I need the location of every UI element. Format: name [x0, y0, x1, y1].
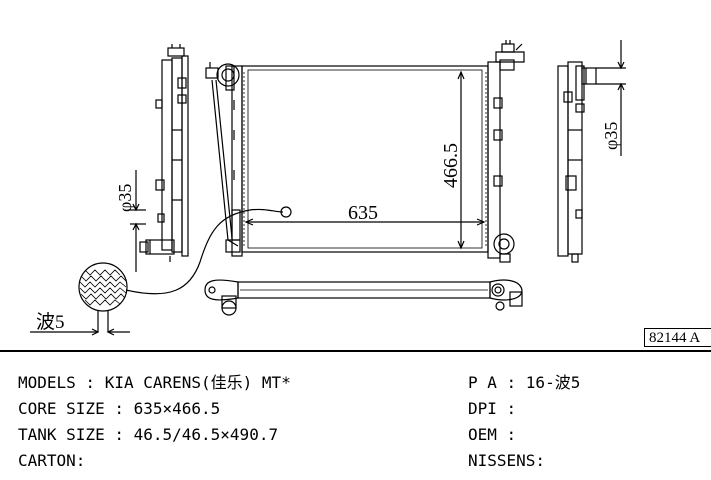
nissens-row: NISSENS:	[468, 451, 546, 470]
left-side-view	[139, 44, 189, 262]
radiator-bottom-view	[204, 279, 523, 316]
radiator-technical-drawing: 635 466.5 φ35 φ35 波5	[30, 40, 626, 336]
fin-label: 波5	[36, 311, 65, 333]
pa-row: P A : 16-波5	[468, 373, 581, 392]
carton-row: CARTON:	[18, 451, 86, 470]
right-pipe-label: φ35	[601, 122, 621, 150]
core-height-label: 466.5	[440, 143, 462, 188]
radiator-front-view	[205, 40, 525, 263]
left-pipe-label: φ35	[115, 184, 135, 212]
core-size-row: CORE SIZE : 635×466.5	[18, 399, 221, 418]
oem-row: OEM :	[468, 425, 517, 444]
dpi-row: DPI :	[468, 399, 517, 418]
left-pipe-dimension	[130, 170, 146, 272]
models-row: MODELS : KIA CARENS(佳乐) MT*	[18, 373, 291, 392]
tank-size-row: TANK SIZE : 46.5/46.5×490.7	[18, 425, 279, 444]
core-width-label: 635	[348, 202, 378, 224]
divider-line	[0, 350, 711, 352]
right-pipe-dimension	[596, 40, 626, 156]
fin-detail-magnifier	[30, 206, 292, 336]
right-side-view	[557, 61, 597, 263]
part-code-box: 82144 A	[644, 328, 711, 347]
